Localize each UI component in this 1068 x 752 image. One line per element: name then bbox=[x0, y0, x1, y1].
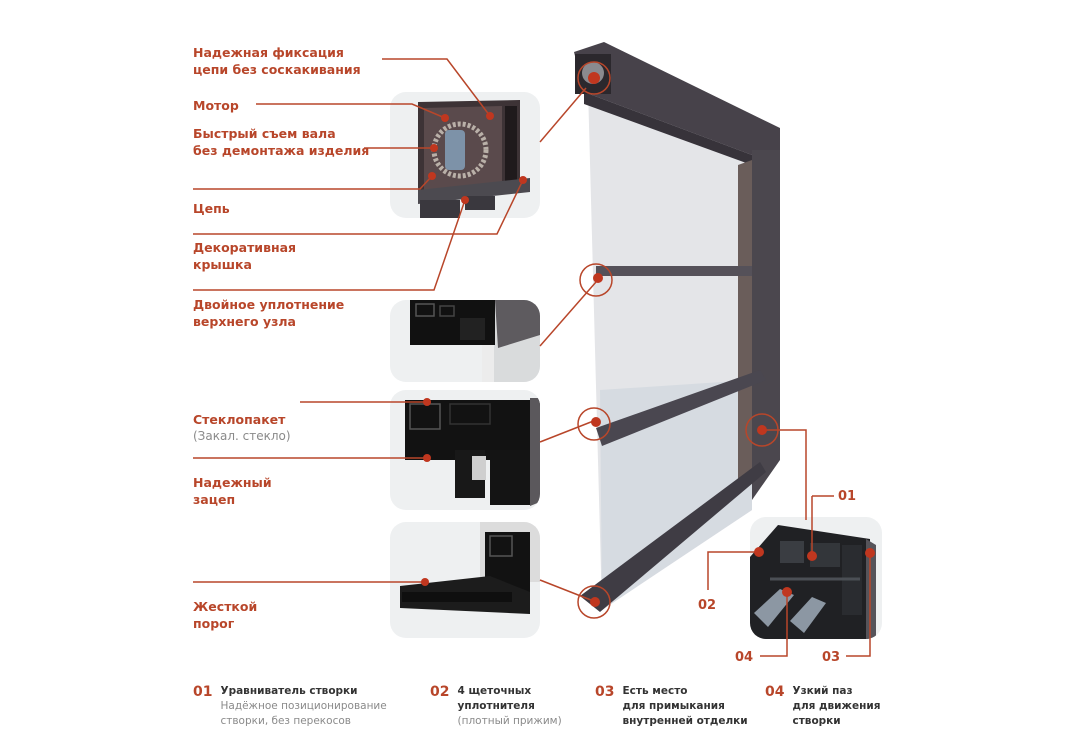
glass-panel-lower bbox=[600, 380, 752, 610]
glass-panel bbox=[588, 88, 752, 610]
motor-box-housing bbox=[574, 42, 780, 158]
legend-number: 02 bbox=[430, 684, 450, 700]
legend-item-04: 04 Узкий паз для движения створки bbox=[765, 684, 880, 729]
legend-desc: Надёжное позиционирование створки, без п… bbox=[220, 700, 387, 727]
profile-section-illustration bbox=[750, 525, 876, 639]
legend-desc: (плотный прижим) bbox=[457, 715, 562, 727]
upper-rail bbox=[596, 266, 752, 276]
legend-title: 4 щеточных уплотнителя bbox=[457, 685, 535, 712]
middle-rail bbox=[596, 370, 766, 446]
detail-card-profile-section bbox=[750, 517, 882, 639]
leader-threshold bbox=[539, 579, 597, 603]
profile-number-04: 04 bbox=[735, 650, 754, 665]
detail-card-motor-box bbox=[390, 92, 540, 218]
detail-card-glass-hook bbox=[390, 390, 540, 510]
leader-glass-hook bbox=[539, 419, 597, 443]
bottom-threshold bbox=[580, 462, 766, 612]
legend-item-02: 02 4 щеточных уплотнителя (плотный прижи… bbox=[430, 684, 562, 729]
legend-title: Есть место для примыкания внутренней отд… bbox=[622, 685, 748, 727]
threshold-illustration bbox=[400, 522, 540, 614]
detail-card-threshold bbox=[390, 522, 540, 638]
detail-card-top-seal bbox=[390, 300, 540, 382]
leader-top-seal bbox=[539, 281, 597, 347]
legend-item-01: 01 Уравниватель створки Надёжное позицио… bbox=[193, 684, 387, 729]
legend-number: 04 bbox=[765, 684, 785, 700]
leader-profile bbox=[762, 429, 807, 520]
legend-item-03: 03 Есть место для примыкания внутренней … bbox=[595, 684, 748, 729]
right-post bbox=[752, 150, 780, 500]
callout-reliable-hook: Надежный зацеп bbox=[193, 475, 272, 507]
callout-chain: Цепь bbox=[193, 201, 230, 216]
callout-glass-unit-title: Стеклопакет bbox=[193, 412, 286, 427]
callout-shaft-removal: Быстрый съем вала без демонтажа изделия bbox=[193, 126, 370, 158]
leader-top-box bbox=[539, 87, 587, 143]
legend-title: Уравниватель створки bbox=[220, 685, 358, 697]
top-seal-illustration bbox=[410, 300, 540, 382]
callout-glass-unit-sub: (Закал. стекло) bbox=[193, 429, 291, 443]
motor-box-illustration bbox=[418, 100, 530, 218]
callout-rigid-threshold: Жесткой порог bbox=[193, 599, 258, 631]
legend-number: 01 bbox=[193, 684, 213, 700]
callout-motor: Мотор bbox=[193, 98, 239, 113]
callout-chain-fixation: Надежная фиксация цепи без соскакивания bbox=[193, 45, 361, 77]
callout-glass-unit: Стеклопакет (Закал. стекло) bbox=[193, 394, 291, 462]
profile-number-01: 01 bbox=[838, 489, 857, 504]
profile-number-03: 03 bbox=[822, 650, 841, 665]
legend-number: 03 bbox=[595, 684, 615, 700]
callout-double-seal: Двойное уплотнение верхнего узла bbox=[193, 297, 345, 329]
profile-number-02: 02 bbox=[698, 598, 717, 613]
callout-decorative-cover: Декоративная крышка bbox=[193, 240, 297, 272]
legend-title: Узкий паз для движения створки bbox=[792, 685, 881, 727]
glass-hook-illustration bbox=[405, 398, 540, 506]
